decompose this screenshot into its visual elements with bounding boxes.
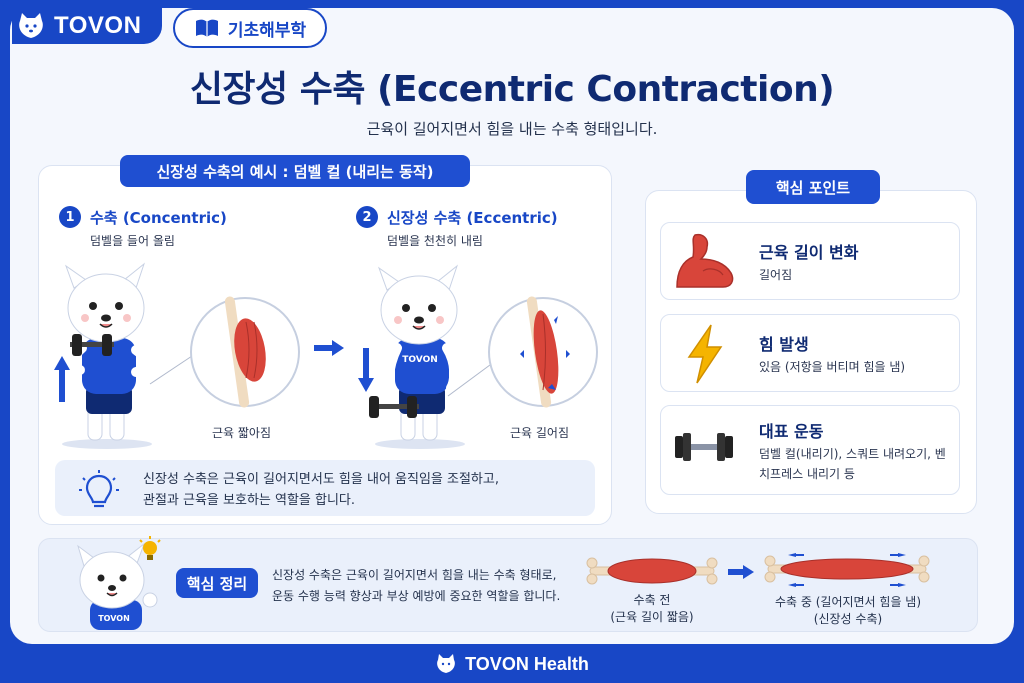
step-1-title: 수축 (Concentric) [90,209,227,227]
tip-line-1: 신장성 수축은 근육이 길어지면서도 힘을 내어 움직임을 조절하고, [143,472,499,487]
book-icon [195,19,218,37]
category-badge[interactable]: 기초해부학 [173,8,327,48]
caption-before-line-1: 수축 전 [633,593,671,607]
key-point-card-2: 힘 발생 있음 (저항을 버티며 힘을 냄) [660,314,960,392]
right-arrow-icon [314,340,344,356]
muscle-during-diagram [764,553,930,587]
down-arrow-icon [358,348,374,392]
caption-before: 수축 전 (근육 길이 짧음) [588,592,716,626]
summary-shirt-text: TOVON [98,614,130,623]
step-1-desc: 덤벨을 들어 올림 [90,234,175,248]
footer: TOVON Health [0,650,1024,678]
dog-mascot-lowering [369,264,465,449]
page-title: 신장성 수축 (Eccentric Contraction) [189,69,835,110]
dumbbell-lowered [369,396,419,418]
example-heading: 신장성 수축의 예시 : 덤벨 컬 (내리는 동작) [120,155,470,187]
tip-text: 신장성 수축은 근육이 길어지면서도 힘을 내어 움직임을 조절하고, 관절과 … [143,469,583,511]
summary-line-1: 신장성 수축은 근육이 길어지면서 힘을 내는 수축 형태로, [272,568,557,582]
summary-line-2: 운동 수행 능력 향상과 부상 예방에 중요한 역할을 합니다. [272,589,561,603]
page-subtitle: 근육이 길어지면서 힘을 내는 수축 형태입니다. [366,120,658,138]
caption-during-line-1: 수축 중 (길어지면서 힘을 냄) [774,595,922,609]
key-point-card-3: 대표 운동 덤벨 컬(내리기), 스쿼트 내려오기, 벤치프레스 내리기 등 [660,405,960,495]
dog-mascot-thinking [77,542,158,630]
key-point-desc-1: 길어짐 [759,268,793,282]
step-2-number: 2 [356,206,378,228]
caption-during: 수축 중 (길어지면서 힘을 냄) (신장성 수축) [760,594,936,628]
lightning-icon [687,324,723,384]
dog-mascot-lifting [62,262,152,449]
step-2-title: 신장성 수축 (Eccentric) [387,209,558,227]
tip-box: 신장성 수축은 근육이 길어지면서도 힘을 내어 움직임을 조절하고, 관절과 … [55,460,595,516]
tip-line-2: 관절과 근육을 보호하는 역할을 합니다. [143,493,356,508]
step-1-muscle-label: 근육 짧아짐 [212,426,272,440]
summary-label: 핵심 정리 [176,568,258,598]
brand-name: TOVON [54,12,142,39]
up-arrow-icon [54,356,70,402]
step-2-desc: 덤벨을 천천히 내림 [387,234,483,248]
muscle-before-diagram [586,557,718,585]
caption-before-line-2: (근육 길이 짧음) [610,610,694,624]
summary-arrow-icon [728,565,754,579]
key-point-title-3: 대표 운동 [759,422,824,441]
muscle-long-diagram [447,296,598,408]
key-point-card-1: 근육 길이 변화 길어짐 [660,222,960,300]
dumbbell-raised [70,334,114,356]
lightbulb-icon [79,470,119,508]
brand-logo: TOVON [12,8,162,44]
key-points-heading: 핵심 포인트 [746,170,880,204]
key-point-desc-3: 덤벨 컬(내리기), 스쿼트 내려오기, 벤치프레스 내리기 등 [759,447,946,481]
idea-bulb-icon [139,536,161,560]
shirt-text: TOVON [402,355,438,365]
dumbbell-icon [675,433,733,461]
step-1-number: 1 [59,206,81,228]
key-point-title-2: 힘 발생 [759,335,809,354]
key-point-desc-2: 있음 (저항을 버티며 힘을 냄) [759,360,906,374]
summary-text: 신장성 수축은 근육이 길어지면서 힘을 내는 수축 형태로, 운동 수행 능력… [272,565,572,607]
category-label: 기초해부학 [227,20,307,41]
key-point-title-1: 근육 길이 변화 [759,243,859,262]
muscle-short-diagram [149,296,300,408]
step-2-muscle-label: 근육 길어짐 [510,426,570,440]
flexed-arm-icon [676,233,734,288]
caption-during-line-2: (신장성 수축) [813,612,883,626]
dog-logo-icon [19,13,43,38]
dog-logo-icon [437,654,456,673]
footer-text: TOVON Health [465,653,589,674]
